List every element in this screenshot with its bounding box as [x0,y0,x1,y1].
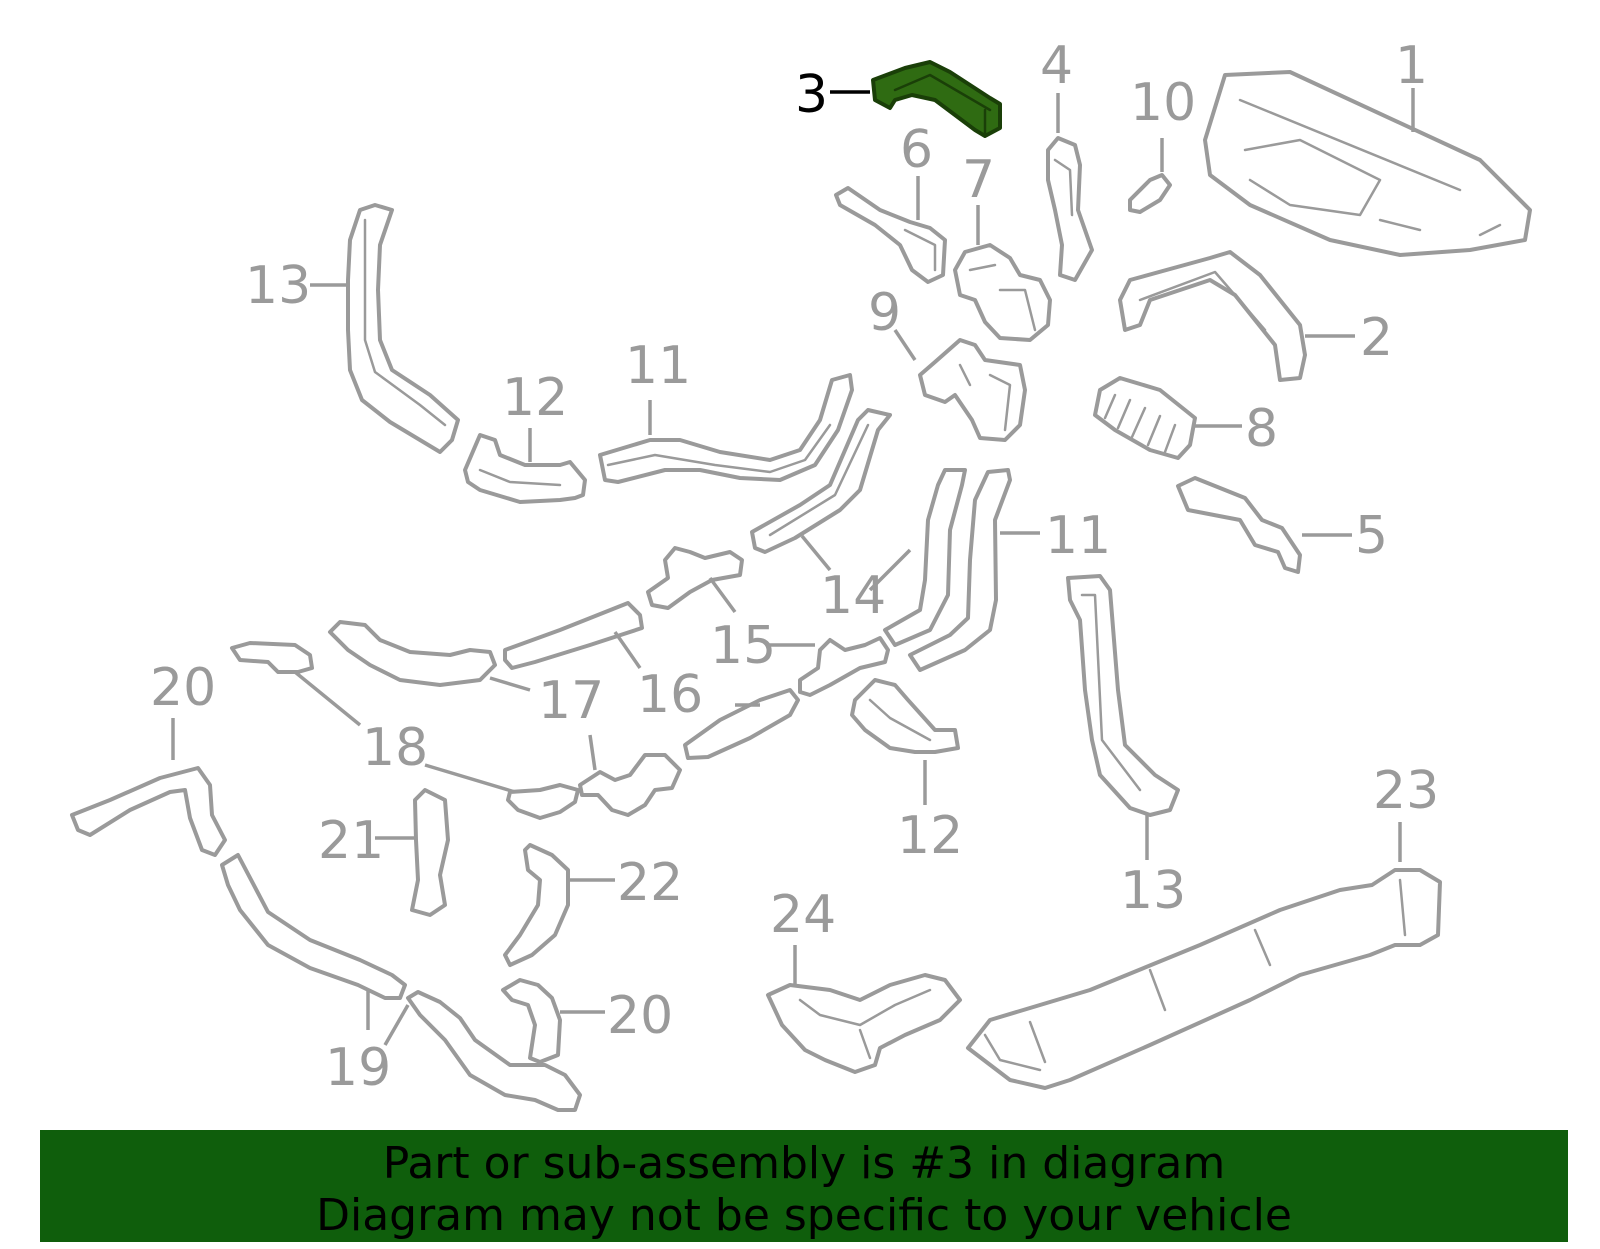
part-11-lower[interactable] [883,468,1012,672]
part-11-upper[interactable] [598,373,854,484]
notice-banner: Part or sub-assembly is #3 in diagram Di… [40,1130,1568,1242]
callout-14: 14 [820,566,886,626]
part-22[interactable] [503,843,570,967]
part-13-left[interactable] [346,203,460,454]
part-18-lower[interactable] [506,783,580,820]
callout-12-lower: 12 [897,806,963,866]
callout-6: 6 [900,120,933,180]
callout-24: 24 [770,885,836,945]
part-18-upper[interactable] [230,641,314,674]
part-15-lower[interactable] [798,636,890,697]
part-17-lower[interactable] [578,753,682,817]
callout-2: 2 [1360,308,1393,368]
part-20-right[interactable] [501,978,562,1064]
part-16-lower[interactable] [683,688,800,760]
part-17-upper[interactable] [328,620,497,687]
part-19[interactable] [220,853,582,1112]
part-5[interactable] [1176,476,1302,574]
callout-13-left: 13 [245,256,311,316]
part-14[interactable] [750,408,892,554]
part-7[interactable] [953,243,1052,342]
callout-11-upper: 11 [625,336,691,396]
callout-8: 8 [1245,399,1278,459]
part-3[interactable] [871,60,1002,138]
callout-10: 10 [1130,73,1196,133]
callout-15: 15 [710,616,776,676]
callout-20-left: 20 [150,658,216,718]
callout-3: 3 [795,65,828,125]
callout-11-lower: 11 [1045,506,1111,566]
callout-18: 18 [362,718,428,778]
callout-labels: 1 2 3 4 5 6 7 8 9 10 11 11 12 12 13 13 1… [150,36,1439,1098]
part-24[interactable] [766,973,962,1074]
part-12-lower[interactable] [850,678,960,754]
part-1[interactable] [1203,70,1532,257]
callout-16: 16 [637,665,703,725]
callout-23: 23 [1373,761,1439,821]
callout-9: 9 [868,283,901,343]
part-23[interactable] [966,868,1442,1090]
part-20-left[interactable] [70,766,227,857]
part-4[interactable] [1046,136,1094,282]
part-6[interactable] [834,186,947,284]
part-10[interactable] [1128,173,1172,214]
part-8[interactable] [1093,376,1197,460]
callout-13-right: 13 [1120,861,1186,921]
callout-21: 21 [318,811,384,871]
callout-7: 7 [962,150,995,210]
callout-4: 4 [1040,36,1073,96]
callout-17: 17 [538,671,604,731]
part-2[interactable] [1118,250,1307,382]
part-9[interactable] [918,338,1027,442]
banner-line-1: Part or sub-assembly is #3 in diagram [382,1138,1226,1189]
callout-12-upper: 12 [502,368,568,428]
callout-19: 19 [325,1038,391,1098]
callout-1: 1 [1395,36,1428,96]
part-16-upper[interactable] [503,601,644,670]
callout-5: 5 [1355,506,1388,566]
part-21[interactable] [410,788,450,917]
banner-line-2: Diagram may not be specific to your vehi… [316,1190,1292,1241]
leader-lines [171,88,1415,1046]
callout-20-right: 20 [607,986,673,1046]
part-12-upper[interactable] [463,433,587,504]
callout-22: 22 [617,853,683,913]
part-13-right[interactable] [1066,574,1180,817]
part-15-upper[interactable] [646,546,744,610]
